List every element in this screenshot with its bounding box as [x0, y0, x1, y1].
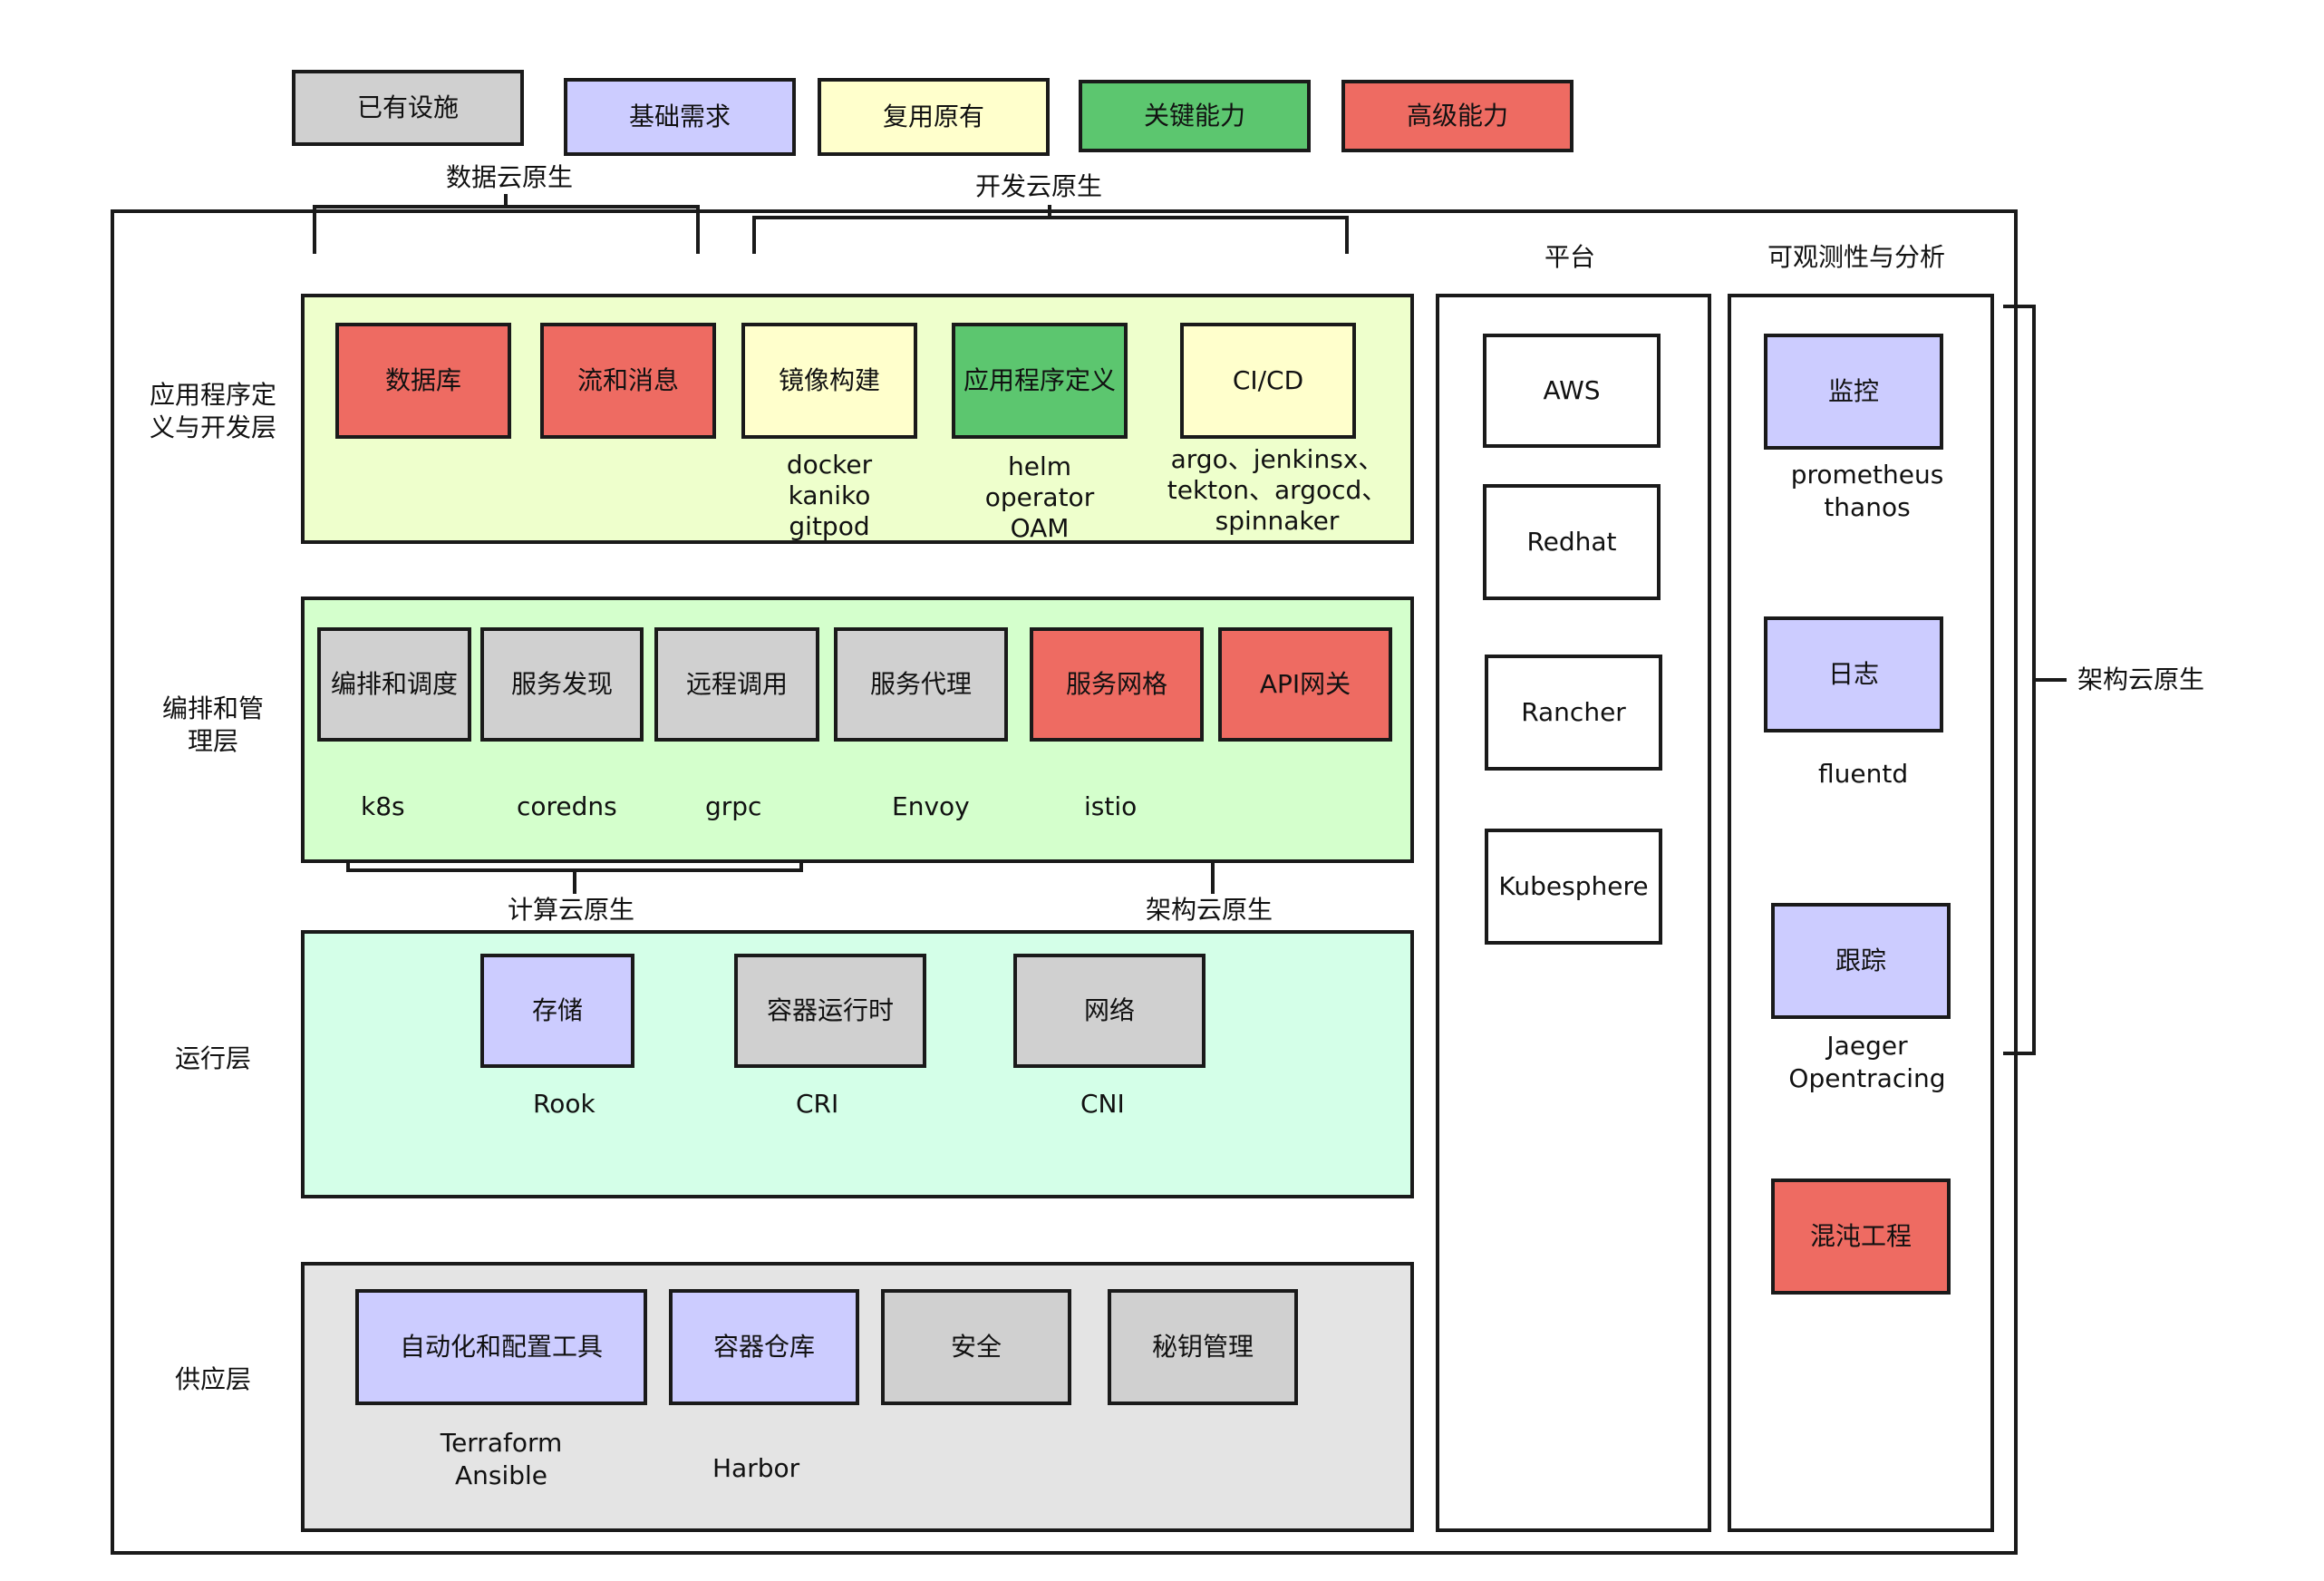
api-gateway-label: API网关: [1259, 669, 1351, 700]
platform-redhat: Redhat: [1483, 484, 1661, 600]
envoy-label: Envoy: [892, 791, 970, 821]
image-build-label: 镜像构建: [778, 365, 880, 396]
database-label: 数据库: [384, 365, 461, 396]
tracing-box: 跟踪: [1771, 903, 1951, 1019]
container-runtime-box: 容器运行时: [734, 954, 926, 1068]
legend-advanced-label: 高级能力: [1406, 101, 1508, 131]
platform-column: [1436, 294, 1711, 1532]
layer-label-runtime: 运行层: [174, 1043, 251, 1073]
service-proxy-label: 服务代理: [869, 669, 972, 700]
security-box: 安全: [881, 1289, 1071, 1405]
layer-label-orch: 编排和管 理层: [161, 694, 264, 756]
monitoring-tools: prometheus thanos: [1790, 460, 1944, 522]
registry-label: 容器仓库: [712, 1332, 815, 1363]
app-definition-label: 应用程序定义: [963, 365, 1116, 396]
service-discovery-label: 服务发现: [510, 669, 613, 700]
secrets-label: 秘钥管理: [1151, 1332, 1254, 1363]
legend-existing: 已有设施: [292, 70, 524, 146]
app-definition-tools: helm operator OAM: [984, 451, 1095, 540]
platform-aws-label: AWS: [1543, 375, 1601, 406]
platform-kubesphere-label: Kubesphere: [1498, 871, 1649, 902]
cri-label: CRI: [796, 1089, 839, 1119]
tracing-label: 跟踪: [1835, 946, 1886, 976]
streaming-label: 流和消息: [576, 365, 679, 396]
legend-reuse-label: 复用原有: [882, 102, 984, 132]
logging-box: 日志: [1764, 616, 1943, 732]
image-build-tools: docker kaniko gitpod: [786, 450, 873, 540]
rook-label: Rook: [533, 1089, 596, 1119]
secrets-box: 秘钥管理: [1108, 1289, 1298, 1405]
platform-kubesphere: Kubesphere: [1485, 829, 1662, 945]
chaos-engineering-box: 混沌工程: [1771, 1178, 1951, 1295]
service-mesh-label: 服务网格: [1065, 669, 1167, 700]
monitoring-label: 监控: [1827, 376, 1879, 407]
architecture-frame: [111, 209, 2018, 1555]
security-label: 安全: [950, 1332, 1002, 1363]
group-arch-cloud-native-right: 架构云原生: [2077, 664, 2205, 694]
storage-label: 存储: [531, 995, 583, 1026]
cicd-tools: argo、jenkinsx、 tekton、argocd、 spinnaker: [1167, 444, 1388, 536]
platform-title: 平台: [1544, 242, 1596, 272]
logging-label: 日志: [1827, 659, 1879, 690]
k8s-label: k8s: [361, 791, 405, 821]
network-box: 网络: [1013, 954, 1206, 1068]
streaming-box: 流和消息: [540, 323, 716, 439]
legend-key: 关键能力: [1079, 80, 1311, 152]
legend-advanced: 高级能力: [1341, 80, 1574, 152]
rpc-box: 远程调用: [654, 627, 819, 742]
group-data-cloud-native: 数据云原生: [446, 162, 574, 192]
platform-redhat-label: Redhat: [1526, 527, 1617, 558]
logging-tools: fluentd: [1818, 759, 1909, 789]
group-arch-cloud-native-mid: 架构云原生: [1146, 895, 1273, 925]
group-dev-cloud-native: 开发云原生: [975, 171, 1103, 201]
legend-basic-label: 基础需求: [628, 102, 731, 132]
tracing-tools: Jaeger Opentracing: [1788, 1031, 1946, 1093]
database-box: 数据库: [335, 323, 511, 439]
automation-label: 自动化和配置工具: [399, 1332, 603, 1363]
observability-column: [1728, 294, 1994, 1532]
service-proxy-box: 服务代理: [834, 627, 1008, 742]
image-build-box: 镜像构建: [741, 323, 917, 439]
app-definition-box: 应用程序定义: [952, 323, 1128, 439]
cni-label: CNI: [1080, 1089, 1125, 1119]
monitoring-box: 监控: [1764, 334, 1943, 450]
legend-key-label: 关键能力: [1143, 101, 1245, 131]
api-gateway-box: API网关: [1218, 627, 1392, 742]
harbor-label: Harbor: [712, 1453, 800, 1483]
service-mesh-box: 服务网格: [1030, 627, 1204, 742]
layer-label-provision: 供应层: [174, 1364, 251, 1394]
layer-label-app: 应用程序定 义与开发层: [149, 380, 276, 442]
rpc-label: 远程调用: [685, 669, 788, 700]
platform-rancher-label: Rancher: [1521, 697, 1626, 728]
legend-existing-label: 已有设施: [356, 92, 459, 123]
storage-box: 存储: [480, 954, 634, 1068]
cicd-box: CI/CD: [1180, 323, 1356, 439]
container-runtime-label: 容器运行时: [766, 995, 894, 1026]
coredns-label: coredns: [517, 791, 617, 821]
automation-tools: Terraform Ansible: [440, 1428, 563, 1490]
grpc-label: grpc: [705, 791, 762, 821]
legend-basic: 基础需求: [564, 78, 796, 156]
scheduling-label: 编排和调度: [330, 669, 458, 700]
observability-title: 可观测性与分析: [1767, 242, 1946, 272]
network-label: 网络: [1083, 995, 1135, 1026]
cicd-label: CI/CD: [1232, 365, 1304, 396]
platform-aws: AWS: [1483, 334, 1661, 448]
scheduling-box: 编排和调度: [317, 627, 471, 742]
automation-box: 自动化和配置工具: [355, 1289, 647, 1405]
istio-label: istio: [1084, 791, 1138, 821]
legend-reuse: 复用原有: [818, 78, 1050, 156]
registry-box: 容器仓库: [669, 1289, 859, 1405]
platform-rancher: Rancher: [1485, 655, 1662, 771]
group-compute-cloud-native: 计算云原生: [508, 895, 635, 925]
chaos-engineering-label: 混沌工程: [1809, 1221, 1912, 1252]
service-discovery-box: 服务发现: [480, 627, 644, 742]
